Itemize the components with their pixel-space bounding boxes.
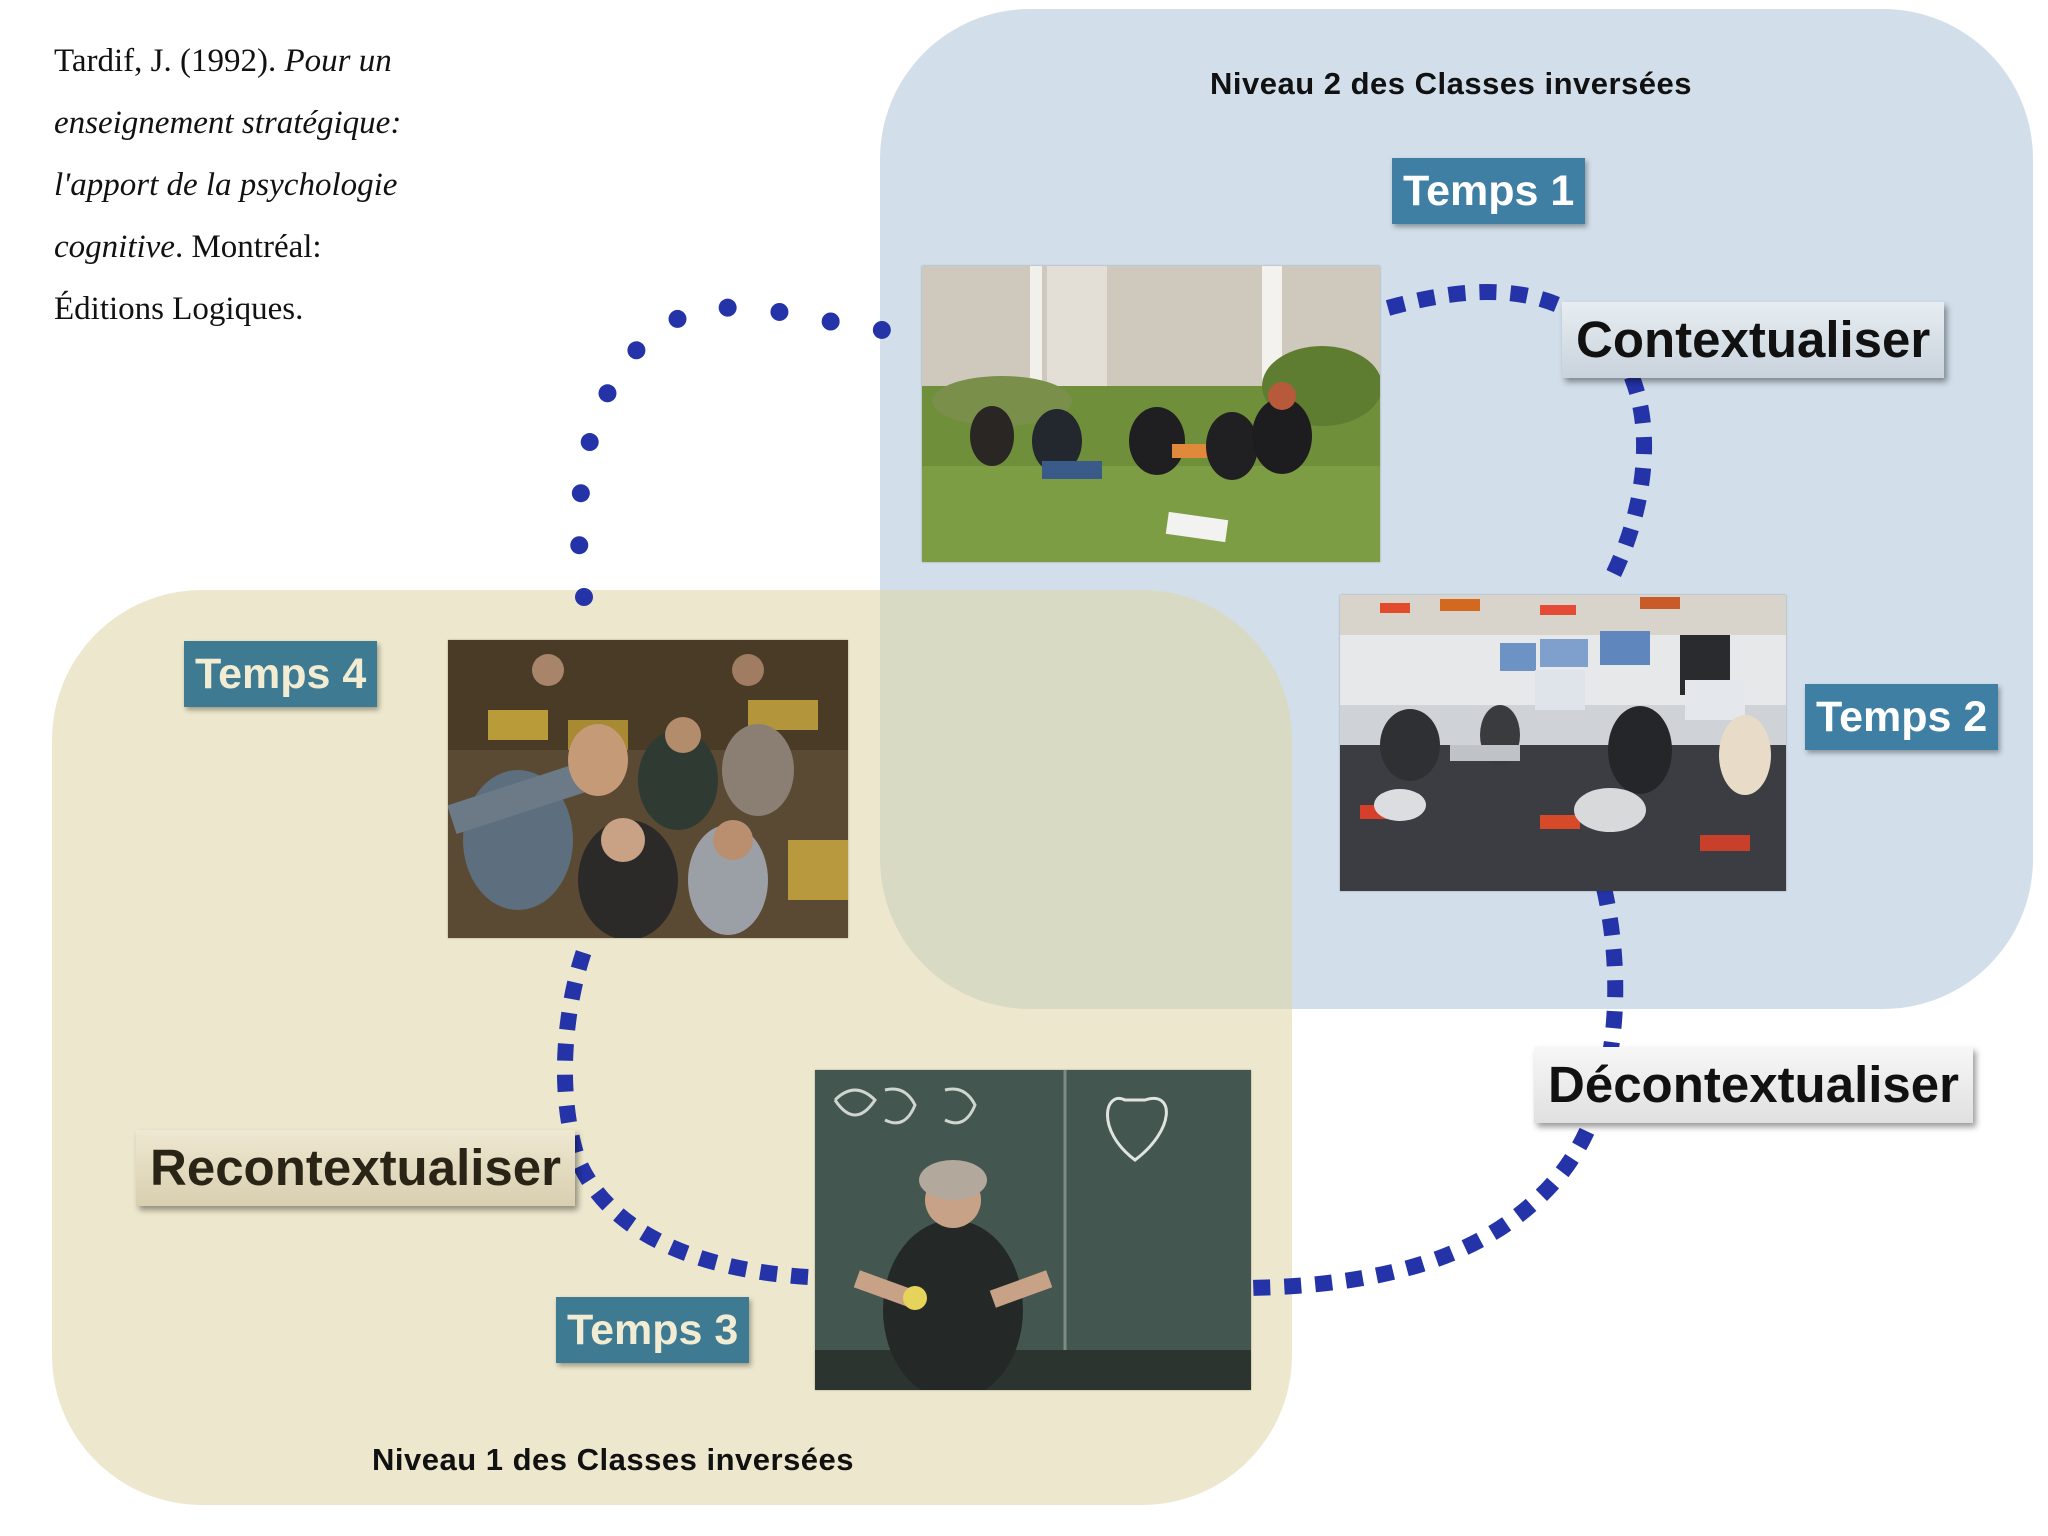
lecture-hall-image (448, 640, 848, 938)
decontextualiser-label: Décontextualiser (1534, 1047, 1973, 1123)
temps3-badge: Temps 3 (556, 1297, 750, 1363)
path-segment-temps2-to-temps3 (1249, 886, 1624, 1296)
professor-blackboard-image (815, 1070, 1251, 1390)
temps4-badge: Temps 4 (184, 641, 378, 707)
temps4-photo (448, 640, 848, 938)
contextualiser-label: Contextualiser (1562, 302, 1945, 378)
active-classroom-image (1340, 595, 1786, 891)
students-on-grass-image (922, 266, 1380, 562)
citation-publisher: . Montréal: Éditions Logiques. (54, 229, 322, 327)
recontextualiser-label: Recontextualiser (136, 1130, 575, 1206)
citation-title: Pour un enseignement stratégique: l'appo… (54, 43, 402, 265)
temps2-photo (1340, 595, 1786, 891)
path-segment-temps4-to-temps1 (570, 298, 891, 606)
temps1-photo (922, 266, 1380, 562)
citation-author: Tardif, J. (1992). (54, 43, 285, 79)
level1-title: Niveau 1 des Classes inversées (372, 1442, 855, 1477)
path-segment-temps3-to-temps4 (556, 937, 809, 1285)
temps2-badge: Temps 2 (1805, 684, 1999, 750)
path-segment-temps1-to-temps2 (1385, 284, 1653, 581)
level2-title: Niveau 2 des Classes inversées (1210, 66, 1693, 101)
temps1-badge: Temps 1 (1392, 158, 1586, 224)
temps3-photo (815, 1070, 1251, 1390)
citation: Tardif, J. (1992). Pour un enseignement … (54, 30, 414, 340)
